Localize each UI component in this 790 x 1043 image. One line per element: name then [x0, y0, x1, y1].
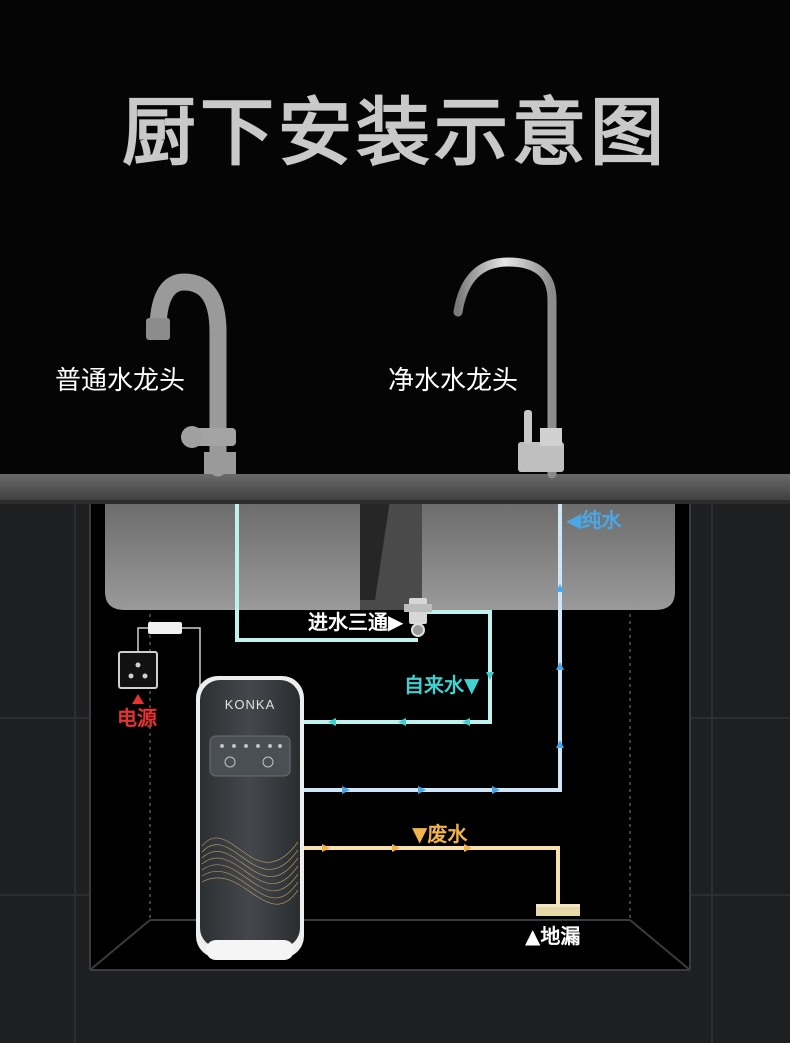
tap-water-label: 自来水▼ [404, 673, 480, 697]
wall-background [0, 0, 790, 476]
countertop-edge [0, 500, 790, 504]
panel-indicators [220, 744, 282, 768]
tap-flow-arrows [328, 672, 494, 726]
sink-drain-shadow [360, 500, 390, 600]
normal-faucet-icon [146, 273, 236, 477]
purifier-unit [196, 676, 304, 960]
power-socket-icon [118, 651, 158, 689]
cabinet-dashed-guides [149, 600, 631, 920]
pure-flow-arrows [342, 584, 564, 794]
countertop [0, 474, 790, 504]
page-title: 厨下安装示意图 [122, 90, 668, 176]
decorative-waves [201, 837, 299, 905]
pure-water-faucet-icon [453, 257, 564, 479]
waste-water-label: ▼废水 [412, 822, 468, 846]
floor-drain-label: ▲地漏 [525, 924, 581, 948]
pure-water-label: ◀纯水 [566, 508, 622, 532]
pure-faucet-label: 净水水龙头 [388, 366, 519, 396]
inlet-tee-valve-icon [404, 598, 432, 637]
power-arrow [132, 694, 144, 704]
waste-water-pipe [302, 846, 560, 910]
pure-water-pipe [302, 504, 562, 792]
tap-water-pipe [235, 504, 492, 724]
power-label: 电源 [117, 706, 157, 730]
control-panel [209, 735, 291, 777]
waste-flow-arrows [322, 844, 472, 852]
cabinet-edges [89, 500, 691, 971]
brand-logo: KONKA [225, 697, 276, 712]
normal-faucet-label: 普通水龙头 [55, 366, 186, 396]
power-adapter [148, 622, 182, 634]
floor-drain-icon [536, 904, 580, 916]
inlet-tee-label: 进水三通▶ [308, 610, 404, 634]
